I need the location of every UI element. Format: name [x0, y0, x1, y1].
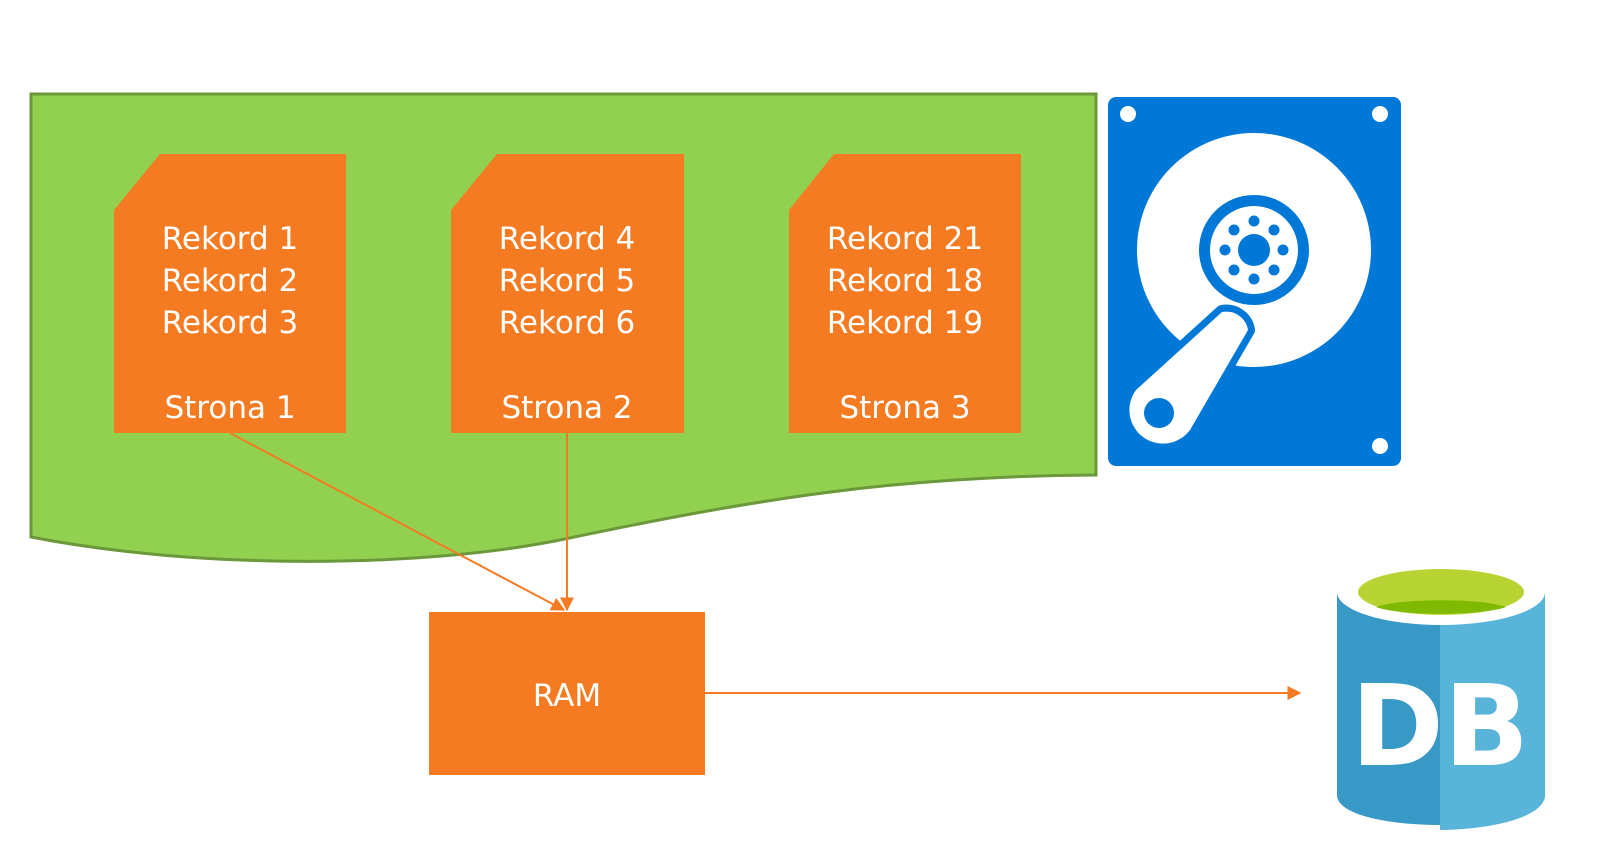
record-label: Rekord 18 [827, 263, 983, 299]
record-label: Rekord 4 [499, 221, 636, 257]
database-icon: DB [1337, 559, 1545, 830]
record-label: Rekord 6 [499, 305, 636, 341]
page-label: Strona 2 [501, 390, 632, 426]
page-label: Strona 1 [164, 390, 295, 426]
ram-label: RAM [533, 678, 601, 714]
page-card: Rekord 21 Rekord 18 Rekord 19 Strona 3 [789, 154, 1021, 433]
record-label: Rekord 3 [162, 305, 299, 341]
database-label: DB [1351, 662, 1529, 792]
arrow-page1-to-ram [229, 432, 566, 611]
page-shape [451, 154, 684, 433]
ram-box: RAM [429, 612, 705, 775]
page-card: Rekord 4 Rekord 5 Rekord 6 Strona 2 [451, 154, 684, 433]
record-label: Rekord 19 [827, 305, 983, 341]
page-card: Rekord 1 Rekord 2 Rekord 3 Strona 1 [114, 154, 346, 433]
record-label: Rekord 21 [827, 221, 983, 257]
ram-shape [429, 612, 705, 775]
page-label: Strona 3 [839, 390, 970, 426]
page-shape [114, 154, 346, 433]
record-label: Rekord 5 [499, 263, 636, 299]
record-label: Rekord 2 [162, 263, 299, 299]
record-label: Rekord 1 [162, 221, 299, 257]
page-shape [789, 154, 1021, 433]
hard-drive-icon [1108, 97, 1401, 466]
